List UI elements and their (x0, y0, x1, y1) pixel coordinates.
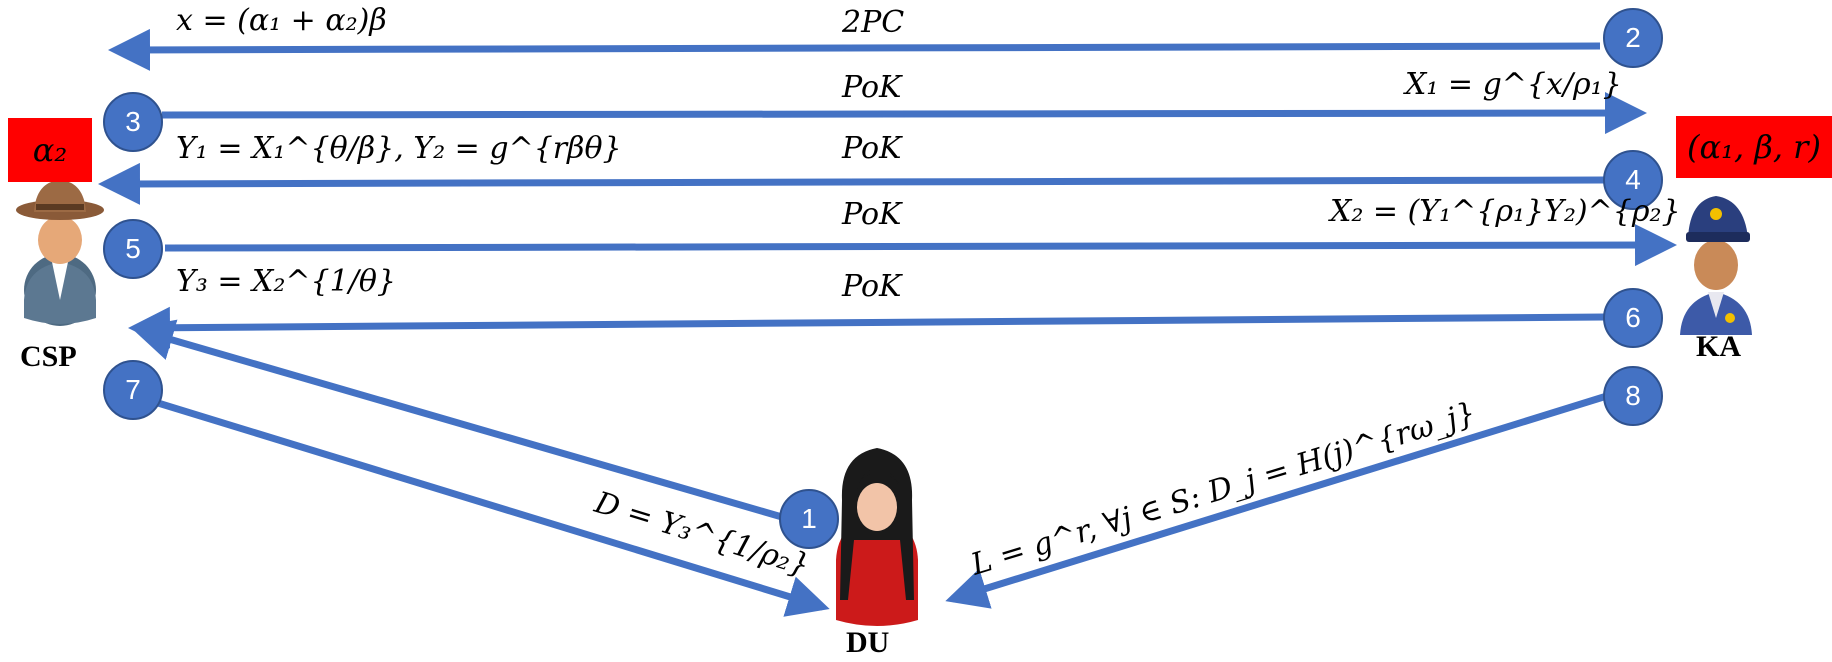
msg6-label: Y₃ = X₂^{1/θ} (176, 264, 396, 299)
msg6-protocol: PoK (842, 269, 902, 304)
step-2: 2 (1603, 8, 1663, 68)
step-5: 5 (103, 219, 163, 279)
arrow-4 (98, 162, 1606, 205)
msg2-protocol: 2PC (842, 5, 905, 40)
du-avatar-icon (836, 448, 918, 626)
csp-name: CSP (20, 340, 77, 373)
arrow-8 (945, 391, 1612, 609)
msg3-label: X₁ = g^{x/ρ₁} (1405, 67, 1622, 102)
step-4: 4 (1603, 150, 1663, 210)
ka-secret-label: (α₁, β, r) (1687, 128, 1821, 166)
arrow-7 (156, 399, 830, 617)
ka-avatar-icon (1680, 196, 1752, 335)
msg2-label: x = (α₁ + α₂)β (176, 3, 387, 38)
csp-secret-box: α₂ (8, 118, 92, 182)
ka-name: KA (1696, 330, 1741, 363)
msg5-label: X₂ = (Y₁^{ρ₁}Y₂)^{ρ₂} (1330, 194, 1681, 229)
arrow-3 (161, 92, 1647, 135)
du-name: DU (846, 626, 890, 659)
csp-secret-label: α₂ (32, 131, 68, 169)
arrow-6 (128, 306, 1606, 349)
step-6: 6 (1603, 288, 1663, 348)
step-8: 8 (1603, 366, 1663, 426)
ka-secret-box: (α₁, β, r) (1676, 116, 1832, 178)
msg4-protocol: PoK (842, 131, 902, 166)
arrow-5 (164, 224, 1677, 267)
csp-avatar-icon (16, 180, 104, 326)
msg3-protocol: PoK (842, 70, 902, 105)
msg5-protocol: PoK (842, 197, 902, 232)
msg4-label: Y₁ = X₁^{θ/β}, Y₂ = g^{rβθ} (176, 131, 622, 166)
step-7: 7 (103, 360, 163, 420)
arrow-2 (108, 28, 1601, 71)
step-1: 1 (779, 489, 839, 549)
step-3: 3 (103, 92, 163, 152)
arrow-1 (131, 319, 783, 521)
